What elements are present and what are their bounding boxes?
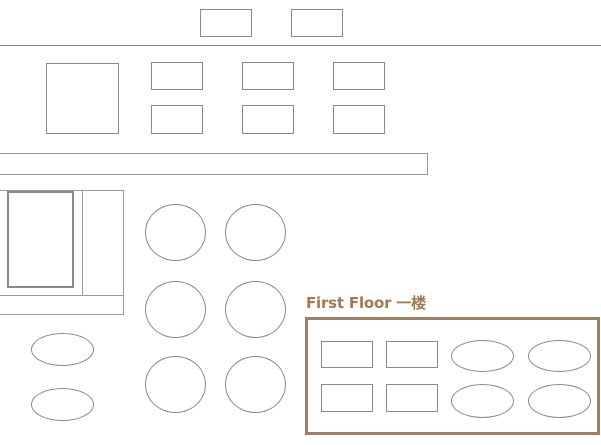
ff-rect-table-r1c1[interactable] — [321, 341, 373, 368]
round-table-r1c2[interactable] — [225, 204, 286, 261]
round-table-r1c1[interactable] — [145, 204, 206, 261]
rect-table-r1c3[interactable] — [333, 62, 385, 90]
ff-oval-table-r2c2[interactable] — [528, 384, 591, 418]
round-table-r3c1[interactable] — [145, 356, 206, 413]
rect-table-r2c3[interactable] — [333, 105, 385, 134]
rect-table-r1c2[interactable] — [242, 62, 294, 90]
oval-table-left-top[interactable] — [31, 333, 94, 366]
ff-oval-table-r1c1[interactable] — [451, 340, 514, 372]
rect-table-r1c1[interactable] — [151, 62, 203, 90]
long-counter — [0, 153, 428, 175]
large-square-table[interactable] — [46, 63, 119, 134]
round-table-r2c2[interactable] — [225, 281, 286, 338]
ff-oval-table-r2c1[interactable] — [451, 384, 514, 418]
rect-table-r2c2[interactable] — [242, 105, 294, 134]
table-top-left[interactable] — [200, 9, 252, 37]
outer-room-outline — [0, 45, 601, 445]
ff-rect-table-r2c1[interactable] — [321, 384, 373, 412]
side-structure-divider — [0, 295, 124, 315]
table-top-right[interactable] — [291, 9, 343, 37]
round-table-r3c2[interactable] — [225, 356, 286, 413]
first-floor-label: First Floor 一楼 — [306, 294, 426, 312]
side-column — [82, 190, 124, 296]
side-counter-inner — [7, 191, 74, 288]
ff-oval-table-r1c2[interactable] — [528, 340, 591, 372]
oval-table-left-bottom[interactable] — [31, 388, 94, 421]
ff-rect-table-r1c2[interactable] — [386, 341, 438, 368]
rect-table-r2c1[interactable] — [151, 105, 203, 134]
first-floor-highlight[interactable] — [305, 317, 600, 435]
ff-rect-table-r2c2[interactable] — [386, 384, 438, 412]
round-table-r2c1[interactable] — [145, 281, 206, 338]
